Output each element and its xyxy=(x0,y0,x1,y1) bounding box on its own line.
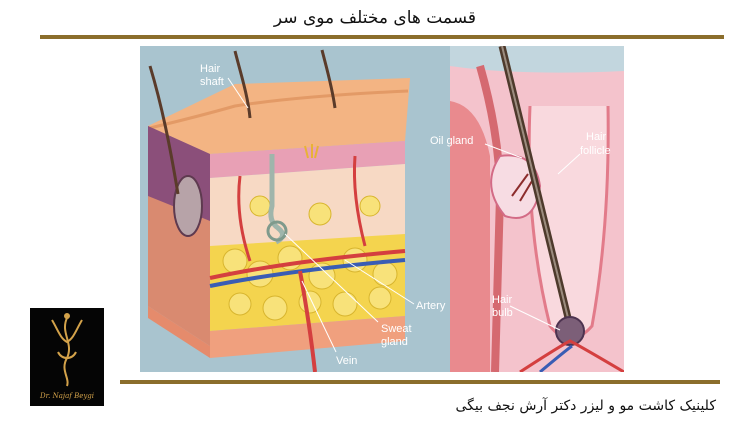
hair-bulb xyxy=(555,316,585,346)
label-hair-shaft: Hair xyxy=(200,63,221,75)
skin-surface xyxy=(148,78,410,154)
header-divider xyxy=(40,35,724,39)
left-follicle xyxy=(173,175,203,237)
label-hair-follicle-2: follicle xyxy=(580,145,611,157)
footer-divider xyxy=(120,380,720,384)
label-oil-gland: Oil gland xyxy=(430,135,473,147)
logo-emblem-icon xyxy=(51,313,83,387)
clinic-logo: Dr. Najaf Beygi xyxy=(30,308,104,406)
bottom-layer xyxy=(210,316,405,358)
epidermis-band xyxy=(210,141,405,178)
skin-diagram: Hair shaft Oil gland Hair follicle Arter… xyxy=(140,46,624,372)
label-sweat-gland-2: gland xyxy=(381,336,408,348)
hair-shaft-3 xyxy=(320,49,337,109)
label-hair-follicle: Hair xyxy=(586,131,607,143)
label-vein: Vein xyxy=(336,355,357,367)
footer-text: کلینیک کاشت مو و لیزر دکتر آرش نجف بیگی xyxy=(455,398,716,414)
label-sweat-gland: Sweat xyxy=(381,323,412,335)
sweat-gland-coil xyxy=(266,220,288,242)
hair-shaft-2 xyxy=(233,50,252,119)
label-hair-bulb-2: bulb xyxy=(492,307,513,319)
label-artery: Artery xyxy=(416,300,446,312)
label-hair-bulb: Hair xyxy=(492,294,513,306)
label-hair-shaft-2: shaft xyxy=(200,76,224,88)
page-title: قسمت های مختلف موی سر xyxy=(273,8,477,28)
hair-shaft-1 xyxy=(148,65,180,195)
nerve-ending xyxy=(304,144,319,159)
hair-anatomy-figure: Hair shaft Oil gland Hair follicle Arter… xyxy=(140,46,624,372)
logo-text: Dr. Najaf Beygi xyxy=(39,392,95,400)
artery-vessel xyxy=(209,249,406,280)
